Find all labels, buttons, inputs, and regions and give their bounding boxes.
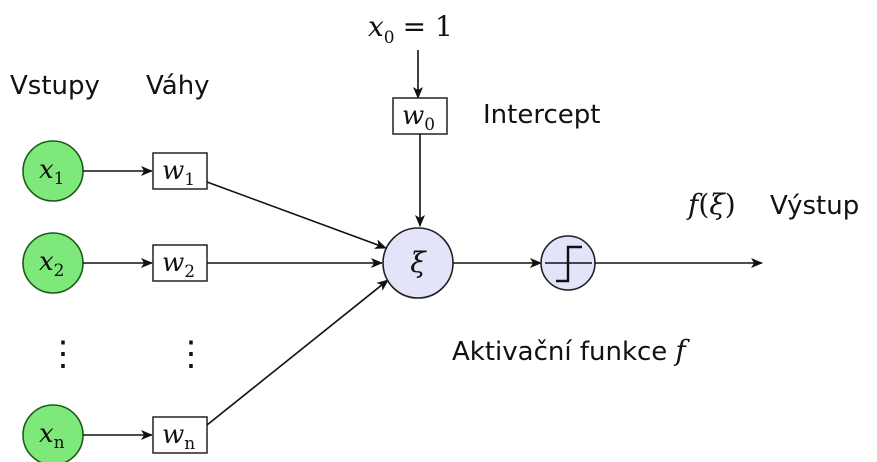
bias-weight-label: w0	[402, 101, 435, 135]
weight-n-to-sum-arrow	[206, 279, 389, 426]
input-1-label: x1	[39, 155, 65, 189]
bias-input-label: x0= 1	[368, 10, 453, 48]
inputs-header: Vstupy	[10, 71, 100, 101]
weight-1-label: w1	[162, 156, 195, 190]
intercept-label: Intercept	[483, 100, 600, 130]
weight-n-label: wn	[162, 420, 195, 454]
weights-header: Váhy	[146, 71, 210, 101]
step-function-icon	[545, 245, 592, 283]
output-label: Výstup	[770, 191, 859, 221]
weight-box-n	[152, 416, 208, 454]
weight-1-to-sum-arrow	[206, 181, 387, 249]
input-2-label: x2	[39, 247, 65, 281]
output-expression: f(ξ)	[686, 188, 736, 221]
weight-box-1	[152, 152, 208, 190]
sum-node-symbol: ξ	[410, 246, 427, 279]
weights-ellipsis: ⋮	[174, 334, 208, 374]
weight-2-label: w2	[162, 248, 195, 282]
input-n-label: xn	[39, 419, 65, 453]
inputs-ellipsis: ⋮	[46, 334, 80, 374]
